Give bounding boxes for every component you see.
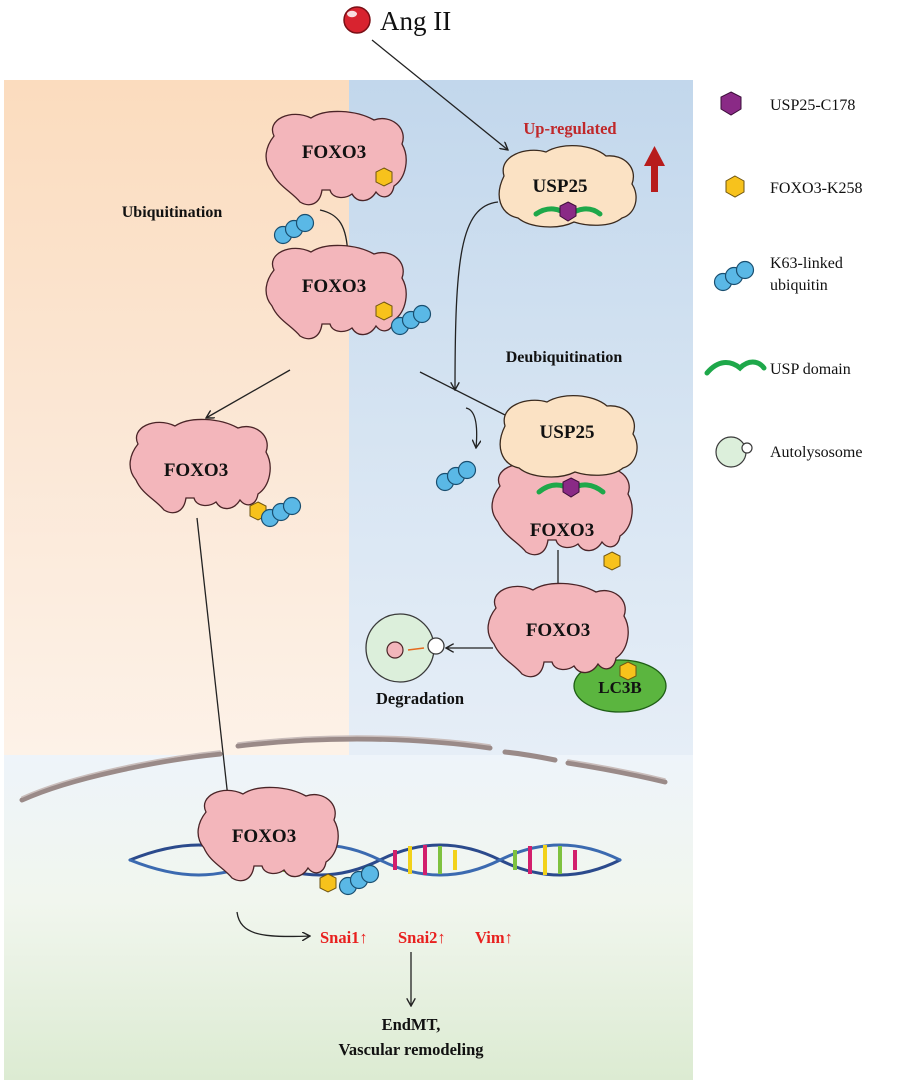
upregulated-label: Up-regulated xyxy=(523,119,616,138)
nucleus-region xyxy=(4,755,693,1080)
ang-ii-label: Ang II xyxy=(380,6,451,36)
purple-hexagon-icon xyxy=(720,91,742,116)
foxo3-label: FOXO3 xyxy=(302,142,366,163)
arrow-angii-to-usp25 xyxy=(371,39,508,150)
target-snai1: Snai1↑ xyxy=(320,928,368,947)
foxo3-protein-2: FOXO3 xyxy=(265,244,432,340)
deubiquitination-label: Deubiquitination xyxy=(506,349,623,366)
foxo3-label: FOXO3 xyxy=(232,826,296,847)
degradation-label: Degradation xyxy=(376,689,464,708)
outcome-line-1: EndMT, xyxy=(382,1015,441,1034)
target-snai2: Snai2↑ xyxy=(398,928,446,947)
up-arrow-icon xyxy=(644,146,665,192)
arrow-to-targets xyxy=(236,911,310,937)
foxo3-k258-hexagon xyxy=(375,301,393,321)
foxo3-label: FOXO3 xyxy=(526,620,590,641)
foxo3-k258-hexagon xyxy=(603,551,621,571)
green-usp-domain-icon xyxy=(704,359,767,376)
foxo3-protein-1: FOXO3 xyxy=(265,110,407,206)
lc3b-label: LC3B xyxy=(598,678,641,697)
ubiquitination-label: Ubiquitination xyxy=(122,204,223,221)
foxo3-protein-complex: FOXO3 xyxy=(491,460,633,571)
red-sphere-icon xyxy=(343,6,371,34)
foxo3-protein-3: FOXO3 xyxy=(129,418,302,528)
foxo3-label: FOXO3 xyxy=(530,520,594,541)
arrow-usp25-down xyxy=(455,201,499,390)
legend-label-line2: ubiquitin xyxy=(770,277,828,294)
legend-item-k63-ubiquitin: K63-linked ubiquitin xyxy=(713,255,843,294)
usp25-protein-complex: USP25 xyxy=(499,394,638,498)
legend-label: FOXO3-K258 xyxy=(770,180,862,197)
arrow-foxo3-right xyxy=(419,371,515,420)
usp25-protein-top: USP25 xyxy=(498,144,637,228)
legend-label: USP25-C178 xyxy=(770,97,855,114)
foxo3-label: FOXO3 xyxy=(164,460,228,481)
legend-item-foxo3-k258: FOXO3-K258 xyxy=(725,175,862,198)
autolysosome xyxy=(365,613,445,683)
autolysosome-icon xyxy=(715,436,753,468)
ubiquitin-chain-icon xyxy=(713,260,755,292)
lc3b-protein: LC3B xyxy=(573,659,667,713)
arrow-foxo3-left xyxy=(206,369,291,418)
usp25-label: USP25 xyxy=(540,422,595,443)
yellow-hexagon-icon xyxy=(725,175,745,198)
arrow-ub-release xyxy=(465,407,477,448)
legend-item-usp25-c178: USP25-C178 xyxy=(720,91,855,116)
foxo3-protein-lc3b: FOXO3 xyxy=(487,582,637,681)
arrow-to-nucleus xyxy=(196,517,230,816)
target-vim: Vim↑ xyxy=(475,928,513,947)
foxo3-k258-hexagon xyxy=(319,873,337,893)
nuclear-membrane xyxy=(19,736,668,803)
legend-item-usp-domain: USP domain xyxy=(704,359,851,378)
target-genes: Snai1↑ Snai2↑ Vim↑ xyxy=(320,928,513,947)
usp25-c178-hexagon xyxy=(562,477,580,498)
foxo3-protein-nucleus: FOXO3 xyxy=(197,786,380,896)
ang-ii-stimulus: Ang II xyxy=(343,6,451,36)
pathway-arrows xyxy=(196,39,558,1006)
usp25-label: USP25 xyxy=(533,176,588,197)
outcome-line-2: Vascular remodeling xyxy=(339,1040,485,1059)
legend-label: K63-linked xyxy=(770,255,843,272)
foxo3-k258-hexagon xyxy=(375,167,393,187)
legend-item-autolysosome: Autolysosome xyxy=(715,436,862,468)
foxo3-label: FOXO3 xyxy=(302,276,366,297)
legend-label: Autolysosome xyxy=(770,444,862,461)
legend-label: USP domain xyxy=(770,361,851,378)
foxo3-k258-hexagon xyxy=(619,661,637,681)
usp25-c178-hexagon xyxy=(559,201,577,222)
legend: USP25-C178 FOXO3-K258 K63-linked ubiquit… xyxy=(704,91,862,468)
